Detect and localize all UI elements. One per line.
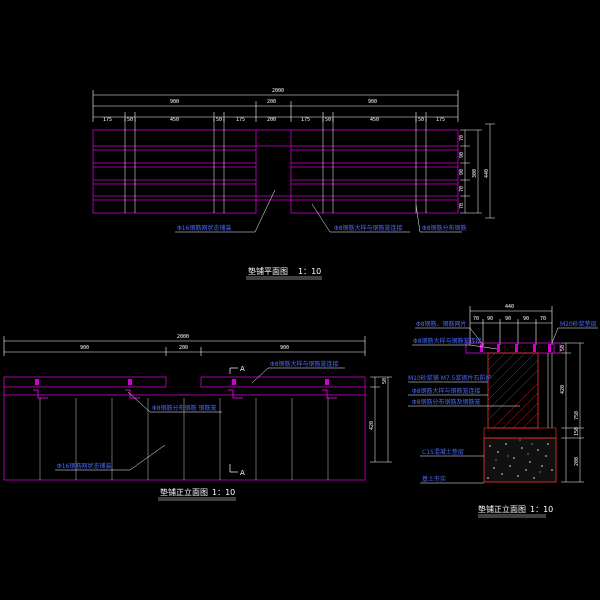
front-side-dims: [370, 376, 392, 463]
side-dim-total: 440: [505, 304, 514, 310]
plan-dim-mid: 200: [267, 99, 276, 105]
plan-leaders: [175, 189, 462, 280]
plan-label-0: Φ16钢筋网状态铺装: [177, 224, 231, 232]
side-dim-1: 90: [487, 316, 493, 322]
side-right-dim-0: 50: [560, 345, 566, 351]
side-label-4: Φ8钢筋大样与钢筋笼连接: [412, 387, 481, 395]
plan-dim-right-2: 450: [370, 117, 379, 123]
plan-side-dims: [460, 123, 495, 219]
plan-dim-left-3: 50: [216, 117, 222, 123]
side-right-dim-4: 200: [574, 457, 580, 466]
plan-dim-left: 900: [170, 99, 179, 105]
plan-label-1: Φ8钢筋大样与钢筋笼连接: [334, 224, 403, 232]
plan-dim-left-1: 50: [127, 117, 133, 123]
front-view-dims: [3, 336, 366, 356]
side-label-0: Φ8钢筋、钢筋网片: [416, 320, 467, 328]
side-scale: 1：10: [530, 505, 553, 514]
plan-dim-left-4: 175: [236, 117, 245, 123]
side-dim-2: 90: [505, 316, 511, 322]
plan-side-dim-texts: 70 90 90 70 70 300 440: [459, 135, 490, 209]
side-footing: [483, 427, 557, 483]
front-dim-right: 900: [280, 345, 289, 351]
front-dim-left: 900: [80, 345, 89, 351]
side-footing-block: [483, 437, 557, 483]
front-view-body: [3, 376, 366, 481]
plan-side-3: 70: [459, 186, 465, 192]
front-label-0: Φ8钢筋大样与钢筋笼连接: [270, 360, 339, 368]
side-anchor-marks: [480, 344, 551, 352]
plan-title: 垫铺平面图: [248, 266, 288, 276]
side-right-dim-1: 420: [560, 385, 566, 394]
side-right-dim-2: 750: [574, 411, 580, 420]
front-slab-right: [200, 376, 366, 388]
side-dim-4: 70: [540, 316, 546, 322]
section-mark-top: A: [240, 365, 245, 373]
plan-dim-left-2: 450: [170, 117, 179, 123]
plan-dim-mid-sub: 200: [267, 117, 276, 123]
front-label-2: Φ16钢筋网状态铺装: [57, 462, 111, 470]
side-view-dims: [469, 306, 553, 345]
front-foundation: [3, 394, 366, 481]
plan-dim-left-0: 175: [103, 117, 112, 123]
section-mark-bottom: A: [240, 469, 245, 477]
plan-rebar-verticals: [124, 118, 427, 213]
plan-scale: 1：10: [298, 267, 321, 276]
front-slab-left: [3, 376, 167, 388]
front-dim-total: 2000: [177, 334, 189, 340]
front-leaders: [55, 367, 345, 501]
plan-dim-right-0: 175: [301, 117, 310, 123]
side-title: 垫铺正立面图: [478, 504, 526, 514]
front-scale: 1：10: [212, 488, 235, 497]
plan-side-outer: 440: [484, 169, 490, 178]
side-dim-0: 70: [473, 316, 479, 322]
side-right-dim-3: 150: [574, 427, 580, 436]
side-right-dims: [561, 342, 584, 483]
plan-label-2: Φ8钢筋分布钢筋: [422, 224, 467, 232]
front-dim-mid: 200: [179, 345, 188, 351]
plan-dim-right: 900: [368, 99, 377, 105]
plan-slab-right: [290, 129, 459, 214]
front-side-dim-1: 420: [369, 421, 375, 430]
plan-side-2: 90: [459, 169, 465, 175]
side-label-7: 基土夯实: [422, 475, 446, 483]
front-label-1: Φ8钢筋分布钢筋 钢筋笼: [152, 404, 216, 412]
plan-side-1: 90: [459, 152, 465, 158]
plan-dim-right-1: 50: [325, 117, 331, 123]
side-leaders: [408, 327, 598, 518]
front-section-cut: [229, 367, 238, 473]
plan-dim-right-3: 50: [418, 117, 424, 123]
side-label-6: C15混凝土垫层: [422, 448, 464, 456]
side-label-2: M20砂浆垫层: [560, 320, 597, 328]
plan-dim-right-4: 175: [436, 117, 445, 123]
plan-dim-total: 2000: [272, 88, 284, 94]
side-dim-3: 90: [523, 316, 529, 322]
front-anchor-marks: [35, 379, 329, 385]
plan-side-0: 70: [459, 135, 465, 141]
front-rebar-hooks: [33, 389, 337, 399]
plan-slabs: [92, 129, 459, 214]
front-title: 垫铺正立面图: [160, 487, 208, 497]
plan-side-total: 300: [472, 169, 478, 178]
side-label-3: M10砂浆铺 M7.5浆砌片石防护: [408, 374, 491, 382]
plan-side-4: 70: [459, 203, 465, 209]
front-joints: [39, 398, 329, 480]
plan-slab-left: [92, 129, 257, 214]
side-label-5: Φ8钢筋分布钢筋及钢筋笼: [412, 398, 481, 406]
side-wall: [487, 352, 553, 429]
side-label-1: Φ8钢筋大样与钢筋笼连接: [413, 337, 482, 345]
front-side-dim-0: 50: [382, 378, 388, 384]
